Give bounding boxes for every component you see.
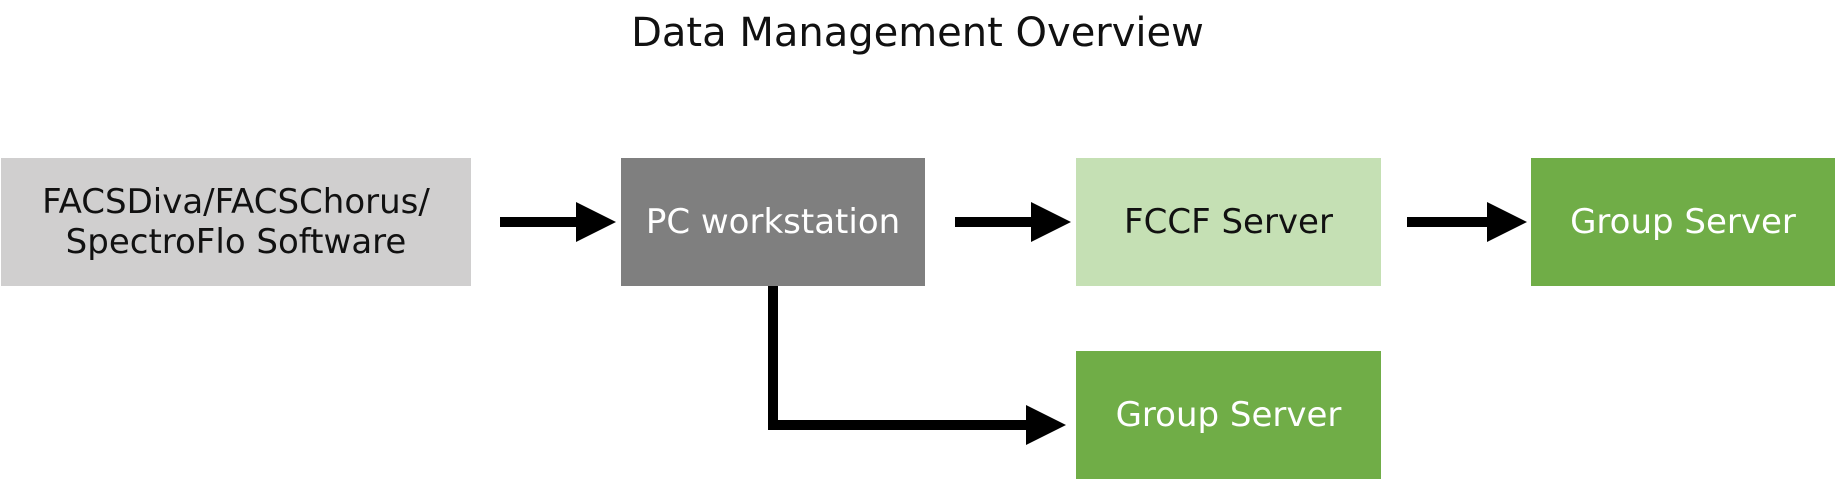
node-group-server-bottom-label: Group Server [1115, 394, 1342, 435]
node-acquisition-software: FACSDiva/FACSChorus/ SpectroFlo Software [1, 158, 471, 286]
node-group-server-bottom: Group Server [1076, 351, 1381, 479]
node-pc-workstation: PC workstation [621, 158, 925, 286]
node-fccf-server: FCCF Server [1076, 158, 1381, 286]
diagram-title: Data Management Overview [631, 10, 1204, 56]
arrow-pc-to-group-server-bottom [768, 286, 1066, 445]
node-acquisition-software-line2: SpectroFlo Software [65, 222, 407, 262]
node-acquisition-software-line1: FACSDiva/FACSChorus/ [42, 181, 430, 222]
node-pc-workstation-label: PC workstation [645, 201, 901, 242]
node-group-server-top-label: Group Server [1570, 201, 1796, 242]
node-group-server-top: Group Server [1531, 158, 1835, 286]
node-fccf-server-label: FCCF Server [1124, 201, 1333, 242]
